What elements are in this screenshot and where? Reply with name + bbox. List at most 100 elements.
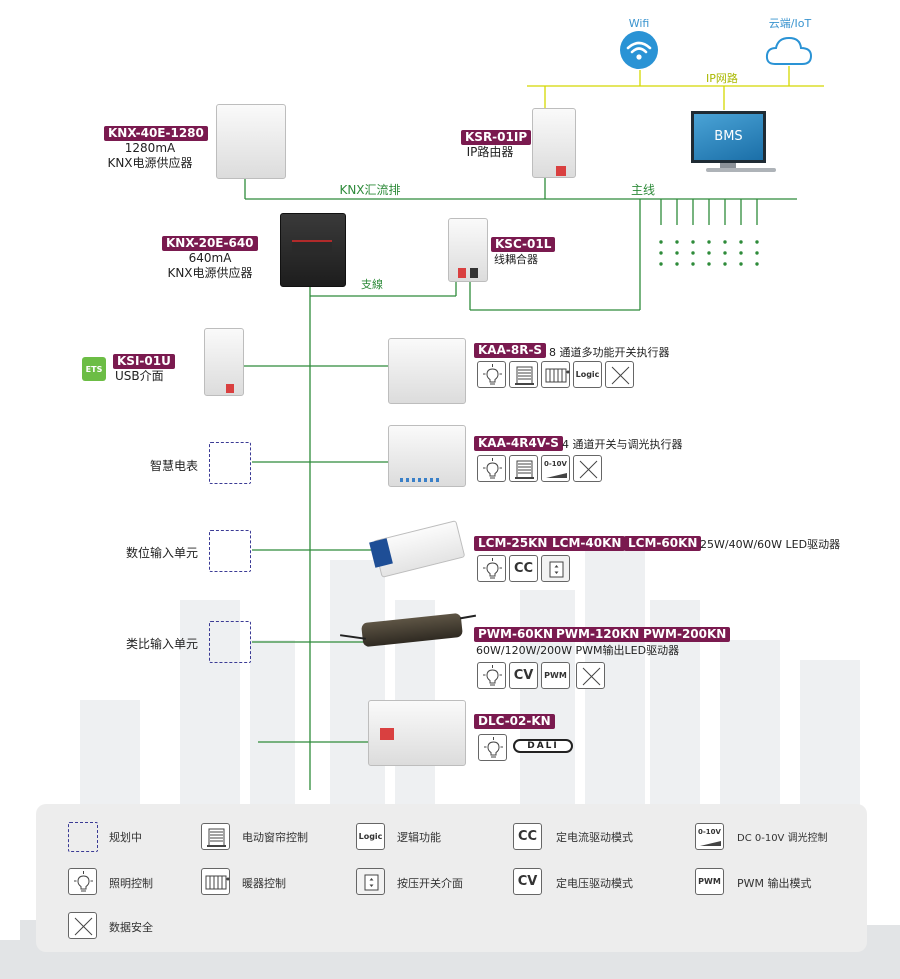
bms-monitor: BMS	[691, 111, 766, 163]
analog-input-placeholder	[209, 621, 251, 663]
lighting-control-icon	[477, 455, 506, 482]
legend-planning-icon	[68, 822, 98, 852]
analog-input-label: 类比输入单元	[125, 637, 198, 651]
cv-icon-label: CV	[513, 668, 534, 683]
lighting-control-icon	[477, 361, 506, 388]
legend-cc-label: 定电流驱动模式	[556, 831, 633, 844]
ksc-connector-a	[458, 268, 466, 278]
ets-badge: ETS	[82, 357, 106, 381]
kaa-4r4v-s-device	[388, 425, 466, 487]
legend-zero-ten-label: 0-10V	[698, 828, 721, 836]
legend-heater-icon	[201, 868, 230, 895]
pwm-desc: 60W/120W/200W PWM输出LED驱动器	[476, 644, 680, 657]
knx-20e-current: 640mA	[188, 251, 232, 265]
dlc-02-kn-tag: DLC-02-KN	[474, 714, 555, 729]
kaa-4r4v-s-tag: KAA-4R4V-S	[474, 436, 563, 451]
data-security-icon	[573, 455, 602, 482]
legend-pwm-icon-label: PWM	[698, 877, 721, 886]
data-security-icon	[605, 361, 634, 388]
lcm-60kn-tag: LCM-60KN	[624, 536, 702, 551]
ip-network-label: IP网路	[706, 72, 738, 85]
knx-40e-1280-tag: KNX-40E-1280	[104, 126, 208, 141]
wifi-label: Wifi	[628, 17, 650, 30]
constant-voltage-icon: CV	[509, 662, 538, 689]
digital-input-placeholder	[209, 530, 251, 572]
data-security-icon	[576, 662, 605, 689]
lighting-control-icon	[477, 662, 506, 689]
knx-20e-640-tag: KNX-20E-640	[162, 236, 258, 251]
ksi-01u-tag: KSI-01U	[113, 354, 175, 369]
kaa-4r4v-terminals	[400, 478, 440, 482]
legend-security-label: 数据安全	[109, 921, 153, 934]
ksc-01l-device	[448, 218, 488, 282]
legend-lighting-icon	[68, 868, 97, 895]
pwm-icon-label: PWM	[544, 671, 567, 680]
pwm-120kn-tag: PWM-120KN	[552, 627, 644, 642]
ksc-connector-b	[470, 268, 478, 278]
legend-logic-icon-label: Logic	[358, 832, 383, 841]
curtain-control-icon	[509, 361, 538, 388]
keyboard	[706, 168, 776, 172]
branch-label: 支線	[361, 278, 383, 291]
legend-logic-label: 逻辑功能	[397, 831, 441, 844]
legend-cc-icon: CC	[513, 823, 542, 850]
knx-40e-1280-device	[216, 104, 286, 179]
legend-cc-icon-label: CC	[517, 829, 538, 844]
lighting-control-icon	[478, 734, 507, 761]
legend-logic-icon: Logic	[356, 823, 385, 850]
ksr-01ip-device	[532, 108, 576, 178]
ksi-01u-device	[204, 328, 244, 396]
ksc-desc: 线耦合器	[494, 253, 538, 266]
mainline-label: 主线	[630, 183, 655, 197]
legend-cv-label: 定电压驱动模式	[556, 877, 633, 890]
knx-20e-desc: KNX电源供应器	[167, 266, 253, 280]
cloud-label: 云端/IoT	[768, 17, 812, 30]
legend-cv-icon: CV	[513, 868, 542, 895]
digital-input-label: 数位输入单元	[125, 546, 198, 560]
knx-40e-current: 1280mA	[124, 141, 176, 155]
push-button-icon	[541, 555, 570, 582]
kaa-8r-s-desc: 8 通道多功能开关执行器	[549, 346, 670, 359]
zero-ten-icon-label: 0-10V	[544, 460, 567, 468]
legend-curtain-label: 电动窗帘控制	[242, 831, 308, 844]
lcm-25kn-tag: LCM-25KN	[474, 536, 552, 551]
knx-40e-desc: KNX电源供应器	[107, 156, 193, 170]
lcm-40kn-tag: LCM-40KN	[548, 536, 626, 551]
bms-label: BMS	[714, 129, 743, 144]
kaa-8r-s-tag: KAA-8R-S	[474, 343, 547, 358]
kaa-4r4v-s-desc: 4 通道开关与调光执行器	[562, 438, 683, 451]
legend-heater-label: 暖器控制	[242, 877, 286, 890]
legend-pwm-label: PWM 输出模式	[737, 877, 812, 890]
legend-pushbutton-icon	[356, 868, 385, 895]
logic-icon-label: Logic	[575, 370, 600, 379]
legend-panel	[36, 804, 867, 952]
wifi-icon	[619, 30, 659, 70]
legend-dimming-label: DC 0-10V 调光控制	[737, 833, 828, 844]
lcm-desc: 25W/40W/60W LED驱动器	[700, 538, 841, 551]
legend-pwm-icon: PWM	[695, 868, 724, 895]
ksc-01l-tag: KSC-01L	[491, 237, 556, 252]
lighting-control-icon	[477, 555, 506, 582]
ksr-01ip-tag: KSR-01IP	[461, 130, 532, 145]
legend-planning-label: 规划中	[109, 831, 142, 844]
smart-meter-placeholder	[209, 442, 251, 484]
ksi-desc: USB介面	[115, 369, 164, 383]
pwm-60kn-tag: PWM-60KN	[474, 627, 557, 642]
legend-curtain-icon	[201, 823, 230, 850]
knx-20e-label-strip	[292, 240, 332, 254]
constant-current-icon: CC	[509, 555, 538, 582]
dimming-0-10v-icon: 0-10V	[541, 455, 570, 482]
dali-logo: DALI	[513, 739, 573, 753]
ksr-connector	[556, 166, 566, 176]
legend-dimming-icon: 0-10V	[695, 823, 724, 850]
legend-security-icon	[68, 912, 97, 939]
pwm-200kn-tag: PWM-200KN	[639, 627, 731, 642]
pwm-output-icon: PWM	[541, 662, 570, 689]
legend-pushbutton-label: 按压开关介面	[397, 877, 463, 890]
logic-function-icon: Logic	[573, 361, 602, 388]
cc-icon-label: CC	[513, 561, 534, 576]
ksr-desc: IP路由器	[466, 145, 514, 159]
kaa-8r-s-device	[388, 338, 466, 404]
